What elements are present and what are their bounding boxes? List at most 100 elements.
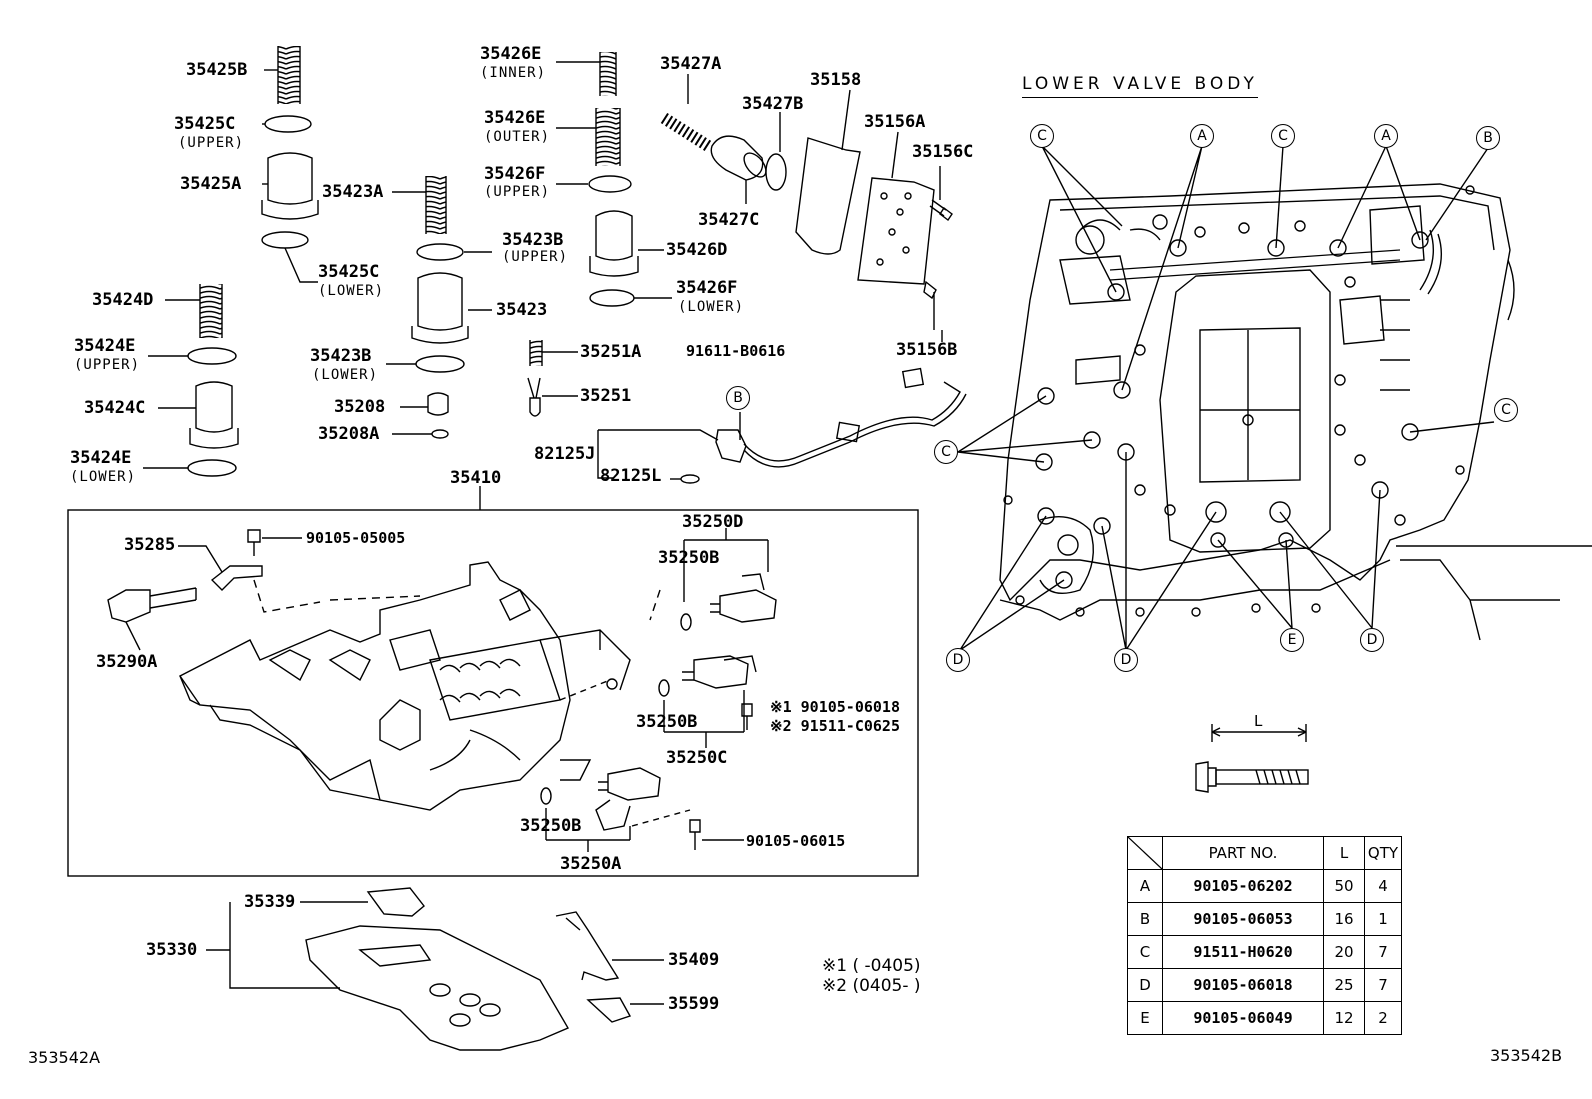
- callout-circle-B: B: [726, 386, 750, 410]
- label-35425B: 35425B: [186, 60, 248, 80]
- label-35250B-1: 35250B: [658, 548, 720, 568]
- note-2: ※2 (0405- ): [822, 976, 921, 996]
- header-qty: QTY: [1364, 836, 1402, 870]
- label-35423B-lower: 35423B: [310, 346, 372, 366]
- row-code: E: [1127, 1001, 1163, 1035]
- bolt-heads: [1003, 185, 1475, 617]
- label-90105-06015: 90105-06015: [746, 832, 846, 850]
- label-35285: 35285: [124, 535, 176, 555]
- valve-body-assembly: [178, 561, 631, 811]
- label-35339: 35339: [244, 892, 296, 912]
- sublabel-35426E-outer: (OUTER): [484, 129, 551, 145]
- sublabel-35423B-lower: (LOWER): [312, 367, 379, 383]
- oring-35425C-lower: [261, 231, 309, 249]
- label-35250B-2: 35250B: [636, 712, 698, 732]
- label-35425A: 35425A: [180, 174, 242, 194]
- row-qty: 7: [1364, 968, 1402, 1002]
- row-part-no: 90105-06053: [1162, 902, 1324, 936]
- ref-code-right: 353542B: [1490, 1046, 1563, 1065]
- callout-C-2: C: [1271, 124, 1295, 148]
- note-1: ※1 ( -0405): [822, 956, 921, 976]
- lower-valve-body-drawing: [957, 145, 1592, 651]
- label-35425C-upper: 35425C: [174, 114, 236, 134]
- table-corner-cell: [1127, 836, 1163, 870]
- label-35425C-lower: 35425C: [318, 262, 380, 282]
- label-35156B: 35156B: [896, 340, 958, 360]
- table-header-row: PART NO. L QTY: [1127, 836, 1402, 870]
- label-35251A: 35251A: [580, 342, 642, 362]
- row-code: A: [1127, 869, 1163, 903]
- callout-C-3: C: [1494, 398, 1518, 422]
- label-35424D: 35424D: [92, 290, 154, 310]
- sublabel-35426E-inner: (INNER): [480, 65, 547, 81]
- callout-D-3: D: [1360, 628, 1384, 652]
- label-35424E-lower: 35424E: [70, 448, 132, 468]
- table-row: E 90105-06049 12 2: [1127, 1001, 1402, 1035]
- label-35426E-outer: 35426E: [484, 108, 546, 128]
- label-35251: 35251: [580, 386, 632, 406]
- header-length: L: [1323, 836, 1365, 870]
- length-label: L: [1254, 712, 1263, 730]
- callout-E-1: E: [1280, 628, 1304, 652]
- sleeve-35425A: [267, 152, 313, 205]
- label-35426F-upper: 35426F: [484, 164, 546, 184]
- row-part-no: 90105-06202: [1162, 869, 1324, 903]
- label-35426E-inner: 35426E: [480, 44, 542, 64]
- sublabel-35424E-upper: (UPPER): [74, 357, 141, 373]
- row-code: D: [1127, 968, 1163, 1002]
- oring-35424E-upper: [187, 347, 237, 365]
- label-35250D: 35250D: [682, 512, 744, 532]
- row-length: 16: [1323, 902, 1365, 936]
- callout-A-1: A: [1190, 124, 1214, 148]
- label-35426D: 35426D: [666, 240, 728, 260]
- callout-D-1: D: [946, 648, 970, 672]
- label-35424E-upper: 35424E: [74, 336, 136, 356]
- label-35250A: 35250A: [560, 854, 622, 874]
- row-part-no: 91511-H0620: [1162, 935, 1324, 969]
- label-35208A: 35208A: [318, 424, 380, 444]
- label-35250B-3: 35250B: [520, 816, 582, 836]
- bolt-spec-table: PART NO. L QTY A 90105-06202 50 4 B 9010…: [1127, 836, 1402, 1035]
- label-35424C: 35424C: [84, 398, 146, 418]
- label-35208: 35208: [334, 397, 386, 417]
- table-row: A 90105-06202 50 4: [1127, 869, 1402, 903]
- label-35290A: 35290A: [96, 652, 158, 672]
- sublabel-35426F-lower: (LOWER): [678, 299, 745, 315]
- table-row: D 90105-06018 25 7: [1127, 968, 1402, 1002]
- label-82125L: 82125L: [600, 466, 662, 486]
- row-length: 25: [1323, 968, 1365, 1002]
- label-35156C: 35156C: [912, 142, 974, 162]
- table-row: C 91511-H0620 20 7: [1127, 935, 1402, 969]
- callout-C-1: C: [1030, 124, 1054, 148]
- callout-D-2: D: [1114, 648, 1138, 672]
- row-qty: 2: [1364, 1001, 1402, 1035]
- label-35330: 35330: [146, 940, 198, 960]
- callout-B-1: B: [1476, 126, 1500, 150]
- oring-35424E-lower: [187, 459, 237, 477]
- label-35410: 35410: [450, 468, 502, 488]
- row-code: C: [1127, 935, 1163, 969]
- spring-35424D: [200, 284, 222, 338]
- label-90105-06018: ※1 90105-06018: [770, 698, 900, 716]
- table-row: B 90105-06053 16 1: [1127, 902, 1402, 936]
- corner-diagonal: [1128, 837, 1162, 869]
- ref-code-left: 353542A: [28, 1048, 101, 1067]
- label-35427B: 35427B: [742, 94, 804, 114]
- label-35427C: 35427C: [698, 210, 760, 230]
- row-length: 20: [1323, 935, 1365, 969]
- label-35426F-lower: 35426F: [676, 278, 738, 298]
- sublabel-35426F-upper: (UPPER): [484, 184, 551, 200]
- sleeve-35424C: [195, 381, 233, 433]
- oring-35425C-upper: [264, 115, 312, 133]
- sublabel-35424E-lower: (LOWER): [70, 469, 137, 485]
- valve-body-frame: [67, 509, 919, 877]
- callout-A-2: A: [1374, 124, 1398, 148]
- callout-C-4: C: [934, 440, 958, 464]
- label-90105-05005: 90105-05005: [306, 529, 406, 547]
- row-length: 12: [1323, 1001, 1365, 1035]
- label-35599: 35599: [668, 994, 720, 1014]
- header-part-no: PART NO.: [1162, 836, 1324, 870]
- lower-valve-body-title: LOWER VALVE BODY: [1022, 74, 1258, 98]
- label-35423A: 35423A: [322, 182, 384, 202]
